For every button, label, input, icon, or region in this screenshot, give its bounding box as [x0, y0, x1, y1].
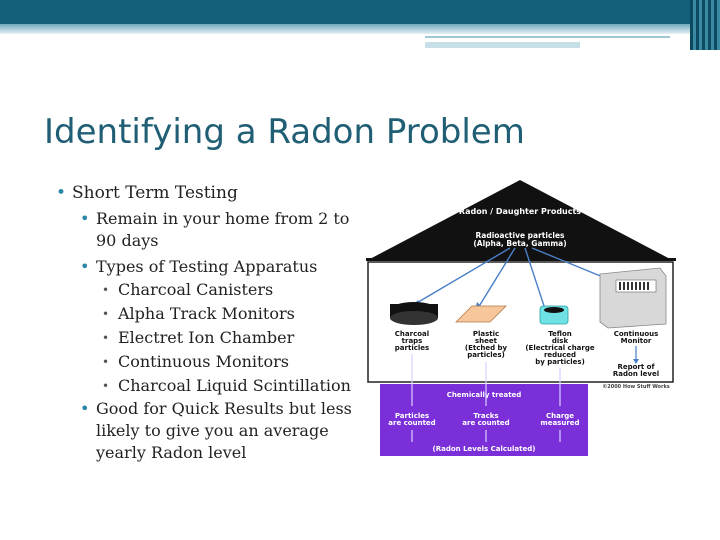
header-line-1 — [425, 36, 670, 38]
detector-3-label: by particles) — [535, 358, 585, 366]
detector-4-label: Monitor — [621, 337, 652, 345]
detector-1-label: Charcoal — [395, 330, 429, 338]
continuous-monitor-icon — [599, 267, 667, 329]
header-gradient — [0, 24, 690, 34]
outcome-2-label: Tracks — [473, 412, 498, 420]
apparatus-item: • Charcoal Canisters — [102, 278, 356, 302]
bullet-types: • Types of Testing Apparatus — [80, 257, 318, 276]
particles-sublabel: (Alpha, Beta, Gamma) — [473, 239, 566, 248]
chem-label: Chemically treated — [447, 391, 522, 399]
bullet-short-term: • Short Term Testing — [56, 183, 238, 203]
detector-1-label: traps — [402, 337, 423, 345]
header-bar — [0, 0, 720, 24]
charcoal-canister-bottom — [390, 311, 438, 325]
bullet-dot-icon: • — [80, 209, 90, 228]
header-stripes — [690, 0, 720, 50]
particles-label: Radioactive particles — [475, 231, 565, 240]
copyright-note: ©2000 How Stuff Works — [602, 384, 670, 390]
detector-2-label: particles) — [467, 351, 505, 359]
plastic-sheet-icon — [455, 305, 507, 323]
bullet-dot-icon: • — [56, 183, 67, 203]
bullet-dot-icon: • — [80, 257, 90, 276]
bullet-list: • Short Term Testing • Remain in your ho… — [56, 182, 356, 464]
bullet-dot-icon: • — [102, 379, 110, 393]
bullet-dot-icon: • — [102, 283, 110, 297]
apparatus-item: • Charcoal Liquid Scintillation — [102, 374, 356, 398]
teflon-disk-top — [544, 307, 564, 313]
roof-label: Radon / Daughter Products — [459, 207, 581, 216]
apparatus-item: • Continuous Monitors — [102, 350, 356, 374]
detector-1-label: particles — [395, 344, 429, 352]
monitor-display-bars — [619, 282, 649, 290]
detector-2-label: sheet — [475, 337, 498, 345]
arrow-head-icon — [633, 359, 639, 364]
calc-label: (Radon Levels Calculated) — [433, 445, 536, 453]
detector-2-label: (Etched by — [465, 344, 508, 352]
roof-base — [366, 258, 676, 261]
outcome-2-label: are counted — [462, 419, 509, 427]
outcome-1-label: are counted — [388, 419, 435, 427]
detector-2-label: Plastic — [473, 330, 499, 338]
detector-4-label: Continuous — [614, 330, 659, 338]
bullet-dot-icon: • — [102, 307, 110, 321]
detector-4-label: Radon level — [613, 370, 659, 378]
outcome-3-label: measured — [540, 419, 579, 427]
bullet-dot-icon: • — [102, 355, 110, 369]
detector-3-label: Teflon — [548, 330, 572, 338]
detector-3-label: (Electrical charge — [525, 344, 595, 352]
slide-title: Identifying a Radon Problem — [44, 112, 525, 152]
bullet-remain: • Remain in your home from 2 to 90 days — [80, 209, 350, 250]
panel-arrows — [411, 354, 561, 406]
outcome-3-label: Charge — [546, 412, 574, 420]
bullet-dot-icon: • — [102, 331, 110, 345]
apparatus-item: • Electret Ion Chamber — [102, 326, 356, 350]
detector-3-label: reduced — [544, 351, 576, 359]
outcome-1-label: Particles — [395, 412, 429, 420]
detector-4-label: Report of — [617, 363, 655, 371]
analysis-panel — [380, 384, 588, 456]
bullet-dot-icon: • — [80, 399, 90, 418]
detector-3-label: disk — [552, 337, 569, 345]
house-roof — [368, 180, 672, 260]
radon-testing-diagram: Radon / Daughter Products Radioactive pa… — [366, 180, 676, 456]
bullet-good-for: • Good for Quick Results but less likely… — [80, 399, 352, 462]
apparatus-item: • Alpha Track Monitors — [102, 302, 356, 326]
header-line-2 — [425, 42, 580, 48]
